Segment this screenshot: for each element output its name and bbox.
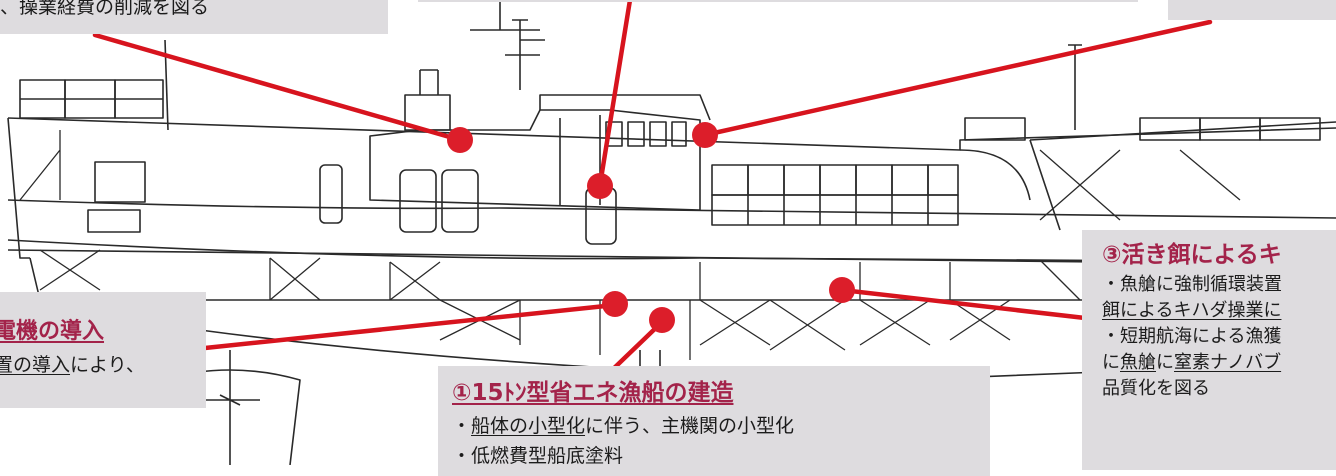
marker-wheelhouse-left xyxy=(447,127,473,153)
callout-top-right xyxy=(1168,0,1336,20)
callout-energy-saving-title: ①15ﾄﾝ型省エネ漁船の建造 xyxy=(452,380,734,406)
rudder xyxy=(200,350,260,465)
callout-energy-saving-vessel: ①15ﾄﾝ型省エネ漁船の建造 ・船体の小型化に伴う、主機関の小型化 ・低燃費型船… xyxy=(438,366,990,476)
callout-generator: 電機の導入 置の導入により、 xyxy=(0,292,206,408)
sheer-line xyxy=(7,239,1336,263)
callout-live-bait-line4-a: に xyxy=(1102,352,1120,373)
bow-crates xyxy=(964,117,1321,141)
callout-live-bait-line3: ・短期航海による漁獲 xyxy=(1102,326,1282,347)
ship-drawing xyxy=(7,0,1336,465)
callout-live-bait-line4-nano: 窒素ナノバブ xyxy=(1174,352,1282,373)
marker-engine-room xyxy=(602,291,628,317)
leader-line-1 xyxy=(92,32,463,143)
callout-live-bait-title: ③活き餌によるキ xyxy=(1102,242,1282,268)
hull-outline xyxy=(7,117,1336,151)
bullet: ・ xyxy=(452,415,472,437)
leader-line-4 xyxy=(202,302,618,351)
marker-wheelhouse-door xyxy=(587,173,613,199)
stern-crates xyxy=(19,79,164,119)
marker-wheelhouse-window xyxy=(692,122,718,148)
callout-generator-line1-underlined: 置の導入 xyxy=(0,354,71,376)
callout-live-bait-line4-b: に xyxy=(1156,352,1174,373)
callout-live-bait: ③活き餌によるキ ・魚艙に強制循環装置 餌によるキハダ操業に ・短期航海による漁… xyxy=(1082,230,1336,470)
fish-hold-crates xyxy=(711,164,959,226)
marker-fish-hold xyxy=(829,277,855,303)
callout-top-center xyxy=(418,0,1138,2)
callout-top-left-text: 、操業経費の削減を図る xyxy=(0,0,210,18)
callout-energy-saving-line2: ・低燃費型船底塗料 xyxy=(452,445,624,467)
leader-line-3 xyxy=(702,19,1213,138)
marker-hull-bottom xyxy=(649,307,675,333)
callout-generator-title: 電機の導入 xyxy=(0,319,105,344)
callout-live-bait-line2-underlined: 餌によるキハダ操業に xyxy=(1102,300,1282,321)
callout-live-bait-line5: 品質化を図る xyxy=(1102,378,1210,399)
main-deck-line xyxy=(7,199,1336,219)
callout-energy-saving-line1-underlined: 船体の小型化 xyxy=(471,415,586,437)
callout-live-bait-line4-hold: 魚艙 xyxy=(1120,352,1156,373)
callout-energy-saving-line1-rest: に伴う、主機関の小型化 xyxy=(585,415,795,437)
callout-live-bait-line1: ・魚艙に強制循環装置 xyxy=(1102,274,1282,295)
leader-line-6 xyxy=(839,287,1088,321)
callout-live-bait-line2: 餌によるキハダ操業に xyxy=(1102,298,1336,324)
callout-generator-line1: 置の導入により、 xyxy=(0,351,206,379)
callout-energy-saving-line1: ・船体の小型化に伴う、主機関の小型化 xyxy=(452,412,990,440)
mast xyxy=(505,19,545,90)
callout-generator-line1-rest: により、 xyxy=(70,354,145,376)
callout-top-left: 、操業経費の削減を図る xyxy=(0,0,388,34)
leader-line-2 xyxy=(597,0,633,188)
leader-line-5 xyxy=(607,319,665,375)
callout-live-bait-line4: に魚艙に窒素ナノバブ xyxy=(1102,350,1336,376)
